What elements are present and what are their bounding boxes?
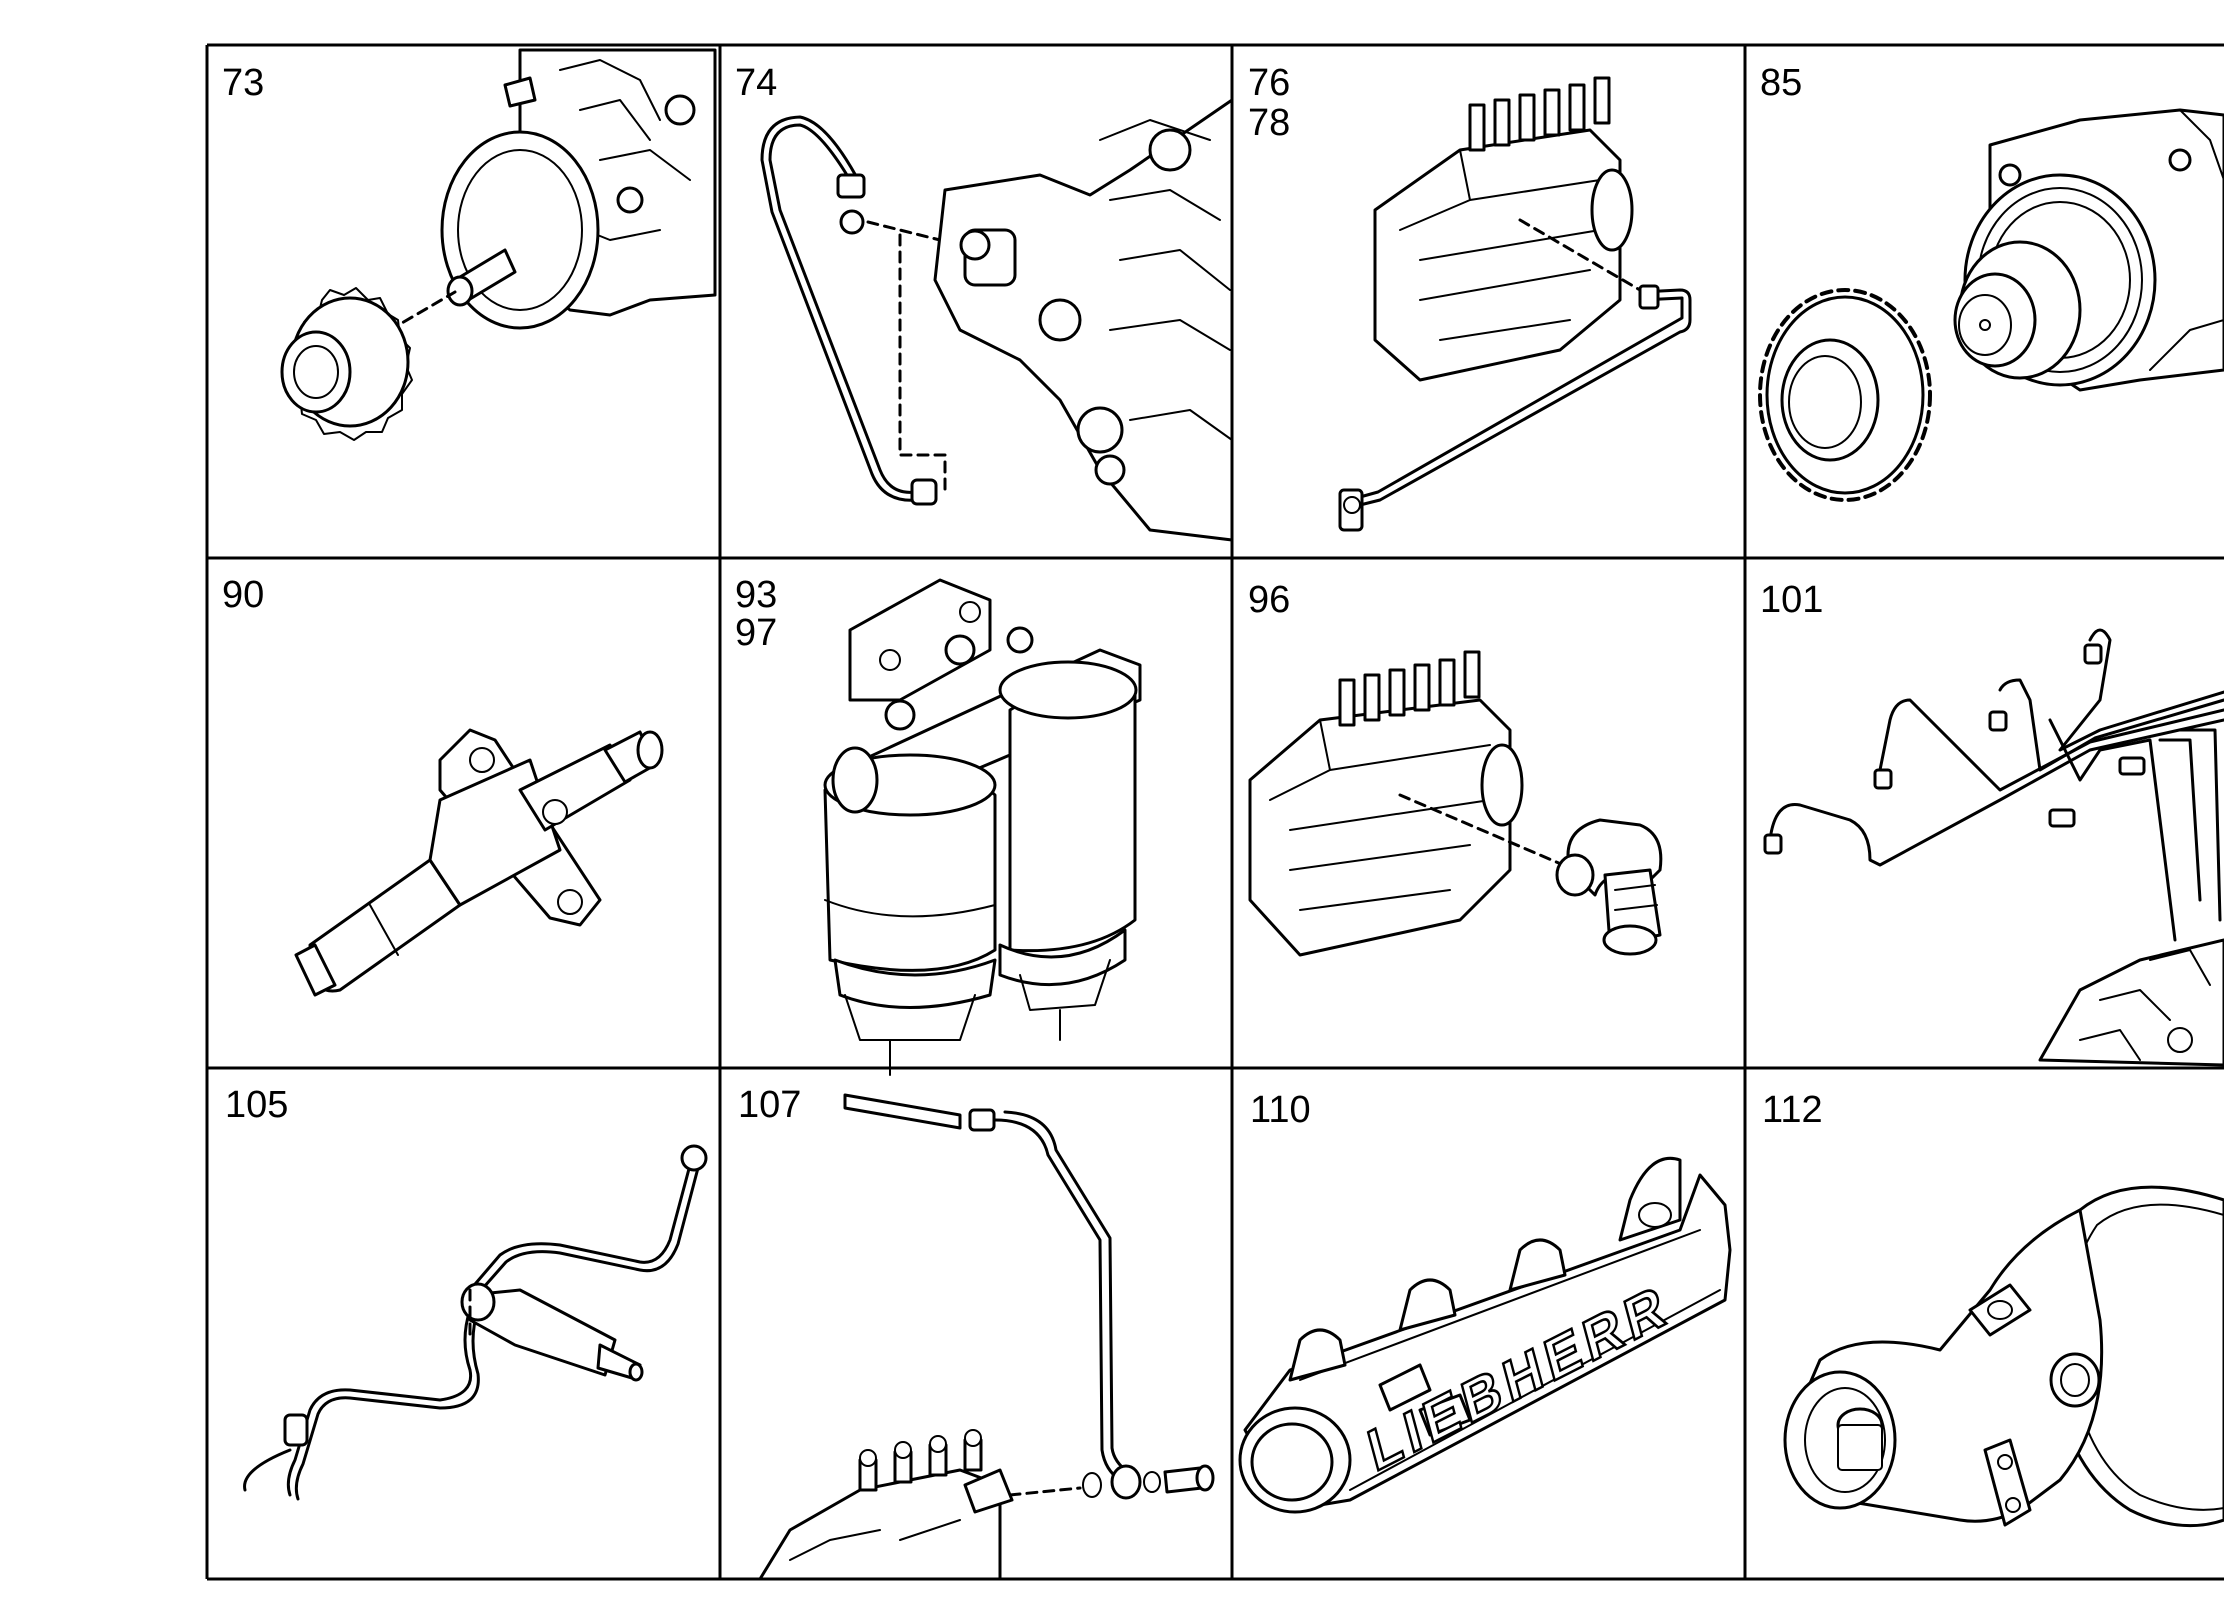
- part-number-78: 78: [1248, 102, 1290, 144]
- part-number-97: 97: [735, 612, 777, 654]
- twin-fuel-filter-illustration: [823, 578, 1142, 1076]
- part-number-74: 74: [735, 62, 777, 104]
- part-number-101: 101: [1760, 579, 1823, 621]
- part-number-90: 90: [222, 574, 264, 616]
- drive-gear-flange-illustration: [1758, 108, 2224, 502]
- cell-76-78[interactable]: 76 78: [1248, 62, 1692, 532]
- cell-90[interactable]: 90: [222, 574, 664, 997]
- part-number-112: 112: [1762, 1089, 1823, 1131]
- pump-drive-gear-illustration: [280, 48, 717, 441]
- part-number-93: 93: [735, 574, 777, 616]
- cell-110[interactable]: 110 LIEBHERR: [1238, 1089, 1732, 1514]
- injection-pump-with-line-illustration: [1338, 76, 1692, 532]
- part-number-76: 76: [1248, 62, 1290, 104]
- part-number-73: 73: [222, 62, 264, 104]
- cell-112[interactable]: 112: [1762, 1089, 2224, 1528]
- cell-93-97[interactable]: 93 97: [735, 574, 1142, 1076]
- cell-96[interactable]: 96: [1248, 579, 1663, 957]
- cell-85[interactable]: 85: [1758, 62, 2224, 502]
- cell-107[interactable]: 107: [738, 1084, 1215, 1581]
- part-number-85: 85: [1760, 62, 1802, 104]
- part-number-105: 105: [225, 1084, 288, 1126]
- part-number-110: 110: [1250, 1089, 1311, 1131]
- gear-icon: [1758, 288, 1932, 502]
- pump-pipe-line-illustration: [760, 98, 1234, 542]
- gear-icon: [280, 287, 413, 441]
- part-number-96: 96: [1248, 579, 1290, 621]
- intake-manifold-illustration: LIEBHERR: [1238, 1157, 1732, 1514]
- leak-off-pipe-illustration: [758, 1093, 1215, 1581]
- injection-pump-with-fitting-illustration: [1248, 650, 1663, 957]
- injector-with-lines-illustration: [243, 1144, 708, 1501]
- elbow-connector-illustration: [1783, 1185, 2224, 1528]
- cell-73[interactable]: 73: [222, 48, 717, 441]
- injector-nozzle-holder-illustration: [294, 728, 664, 997]
- cell-74[interactable]: 74: [735, 62, 1234, 542]
- cell-105[interactable]: 105: [225, 1084, 708, 1501]
- injection-line-set-illustration: [1763, 628, 2224, 1067]
- part-number-107: 107: [738, 1084, 801, 1126]
- cell-101[interactable]: 101: [1760, 579, 2224, 1067]
